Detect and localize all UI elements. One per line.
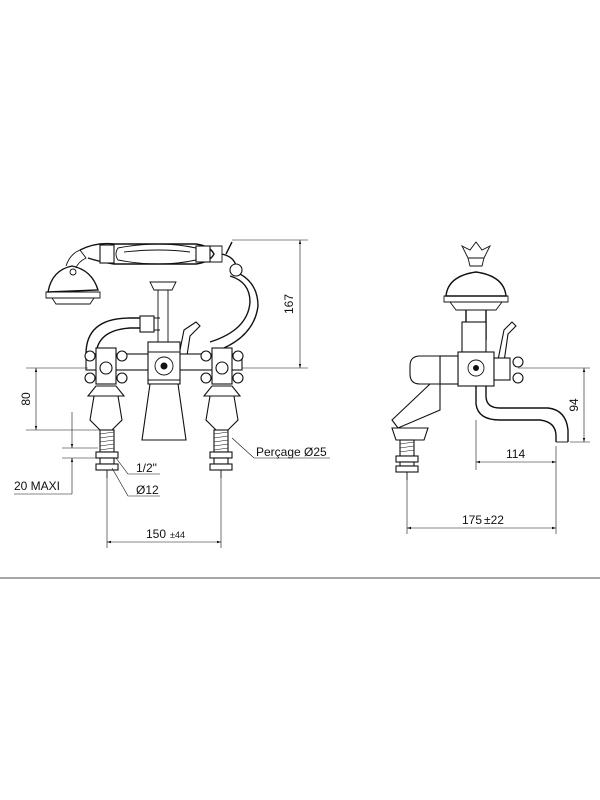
left-threaded-tail: [95, 429, 119, 478]
dimension-167: 167: [232, 239, 308, 369]
dim-150-label: 150: [146, 527, 166, 541]
dimension-150: 150 ±44: [106, 478, 222, 548]
side-body: [409, 351, 524, 387]
handset-cradle: [149, 281, 177, 347]
dim-80-label: 80: [19, 392, 33, 406]
right-tap-head: [200, 347, 244, 431]
right-threaded-tail: [209, 429, 233, 478]
shower-hose: [209, 241, 259, 353]
dim-175-label: 175: [462, 513, 482, 527]
thread-callouts: 1/2" Ø12: [111, 457, 160, 497]
dimension-175: 175 ±22: [406, 470, 557, 534]
dimension-80: 80: [19, 367, 100, 431]
handset-shower-head: [45, 249, 101, 305]
dim-150-tolerance: ±44: [170, 530, 185, 540]
side-shower-head: [443, 241, 509, 311]
dim-thread-label: 1/2": [136, 461, 157, 475]
side-stem: [461, 310, 517, 363]
hole-callout: Perçage Ø25: [231, 437, 330, 459]
dimension-20-maxi: 20 MAXI: [14, 412, 98, 495]
dimension-114: 114: [475, 420, 557, 470]
dim-hole-label: Perçage Ø25: [256, 445, 327, 459]
handset-handle: [79, 242, 223, 265]
dim-114-label: 114: [506, 447, 525, 461]
dim-175-tolerance: ±22: [484, 513, 504, 527]
dim-94-label: 94: [567, 398, 581, 412]
side-spout: [391, 383, 569, 443]
dimension-94: 94: [518, 367, 590, 443]
dim-tail-diameter-label: Ø12: [136, 483, 159, 497]
front-view: 167 80 20 MAXI 1/2" Ø12 Perça: [14, 239, 330, 548]
dim-167-label: 167: [282, 294, 296, 314]
dim-20-maxi-label: 20 MAXI: [14, 479, 60, 493]
side-view: 94 114 175 ±22: [391, 241, 590, 534]
left-tap-head: [84, 347, 128, 431]
side-threaded-tail: [391, 427, 429, 480]
